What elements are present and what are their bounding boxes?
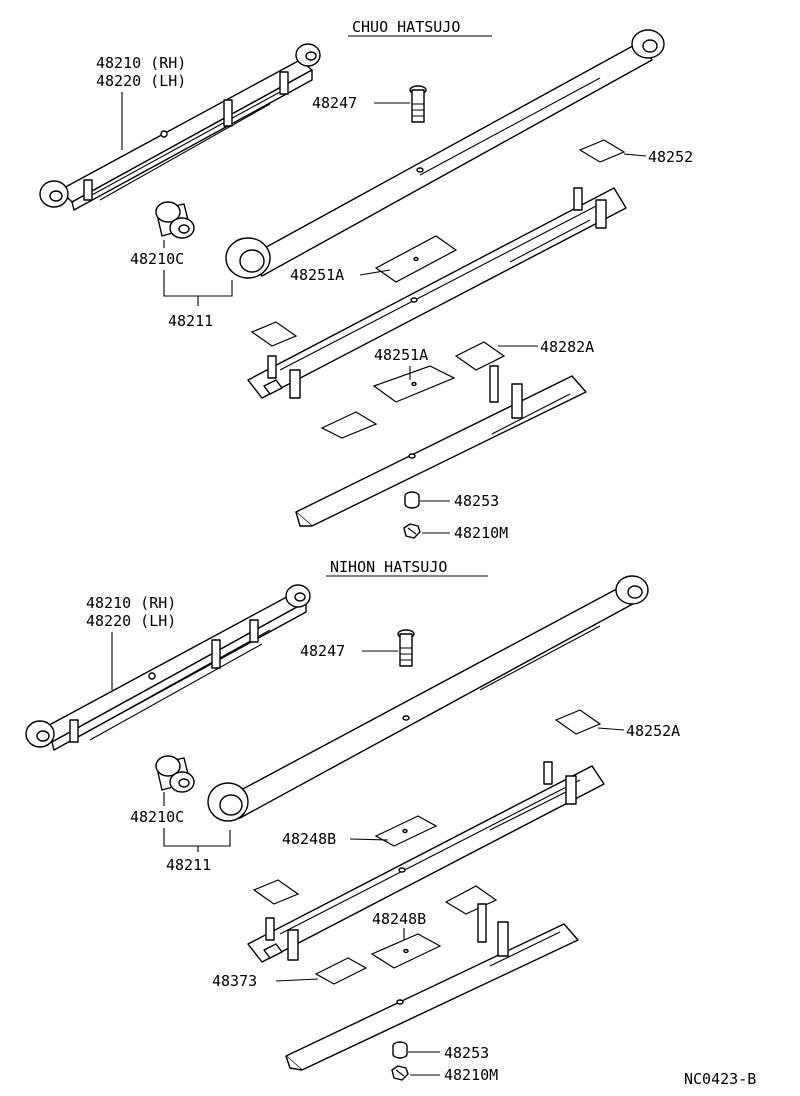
third-leaf — [285, 903, 579, 1071]
bushing-icon — [155, 201, 195, 239]
main-leaf — [225, 29, 665, 279]
third-leaf — [295, 365, 587, 527]
section-title: NIHON HATSUJO — [330, 558, 447, 576]
section-title: CHUO HATSUJO — [352, 18, 460, 36]
label-spacer: 48253 — [444, 1044, 489, 1062]
label-spring-rh: 48210 (RH) — [96, 54, 186, 72]
center-bolt-icon — [409, 85, 427, 123]
leaf-spring-assembly — [39, 43, 321, 211]
label-bushing: 48210C — [130, 250, 184, 268]
second-leaf — [247, 761, 605, 963]
nut-icon — [391, 1065, 409, 1081]
label-spring-lh: 48220 (LH) — [86, 612, 176, 630]
nut-icon — [403, 523, 421, 539]
pad-right-icon — [454, 341, 506, 371]
label-bushing-group: 48211 — [168, 312, 213, 330]
section-nihon-hatsujo: NIHON HATSUJO 48210 (RH) 48220 (LH) 4824… — [25, 558, 680, 1084]
label-nut: 48210M — [454, 524, 508, 542]
pad-top-icon — [578, 139, 626, 163]
label-spacer: 48253 — [454, 492, 499, 510]
label-pad-top: 48252 — [648, 148, 693, 166]
label-pad-left: 48373 — [212, 972, 257, 990]
label-insert-lower: 48251A — [374, 346, 428, 364]
spacer-icon — [404, 491, 420, 509]
pad-lower-icon — [320, 411, 378, 439]
label-insert-lower: 48248B — [372, 910, 426, 928]
pad-small-icon — [252, 879, 300, 905]
pad-small-icon — [250, 321, 298, 347]
pad-left-icon — [314, 957, 368, 985]
bushing-icon — [155, 755, 195, 793]
diagram-code: NC0423-B — [684, 1070, 756, 1088]
label-pad-right: 48282A — [540, 338, 594, 356]
pad-right-icon — [444, 885, 498, 915]
main-leaf — [207, 575, 649, 822]
label-insert-upper: 48251A — [290, 266, 344, 284]
section-chuo-hatsujo: CHUO HATSUJO 48210 (RH) 48220 (LH) 48247 — [39, 18, 693, 542]
label-bushing-group: 48211 — [166, 856, 211, 874]
label-bolt: 48247 — [312, 94, 357, 112]
label-nut: 48210M — [444, 1066, 498, 1084]
label-bolt: 48247 — [300, 642, 345, 660]
label-pad-top: 48252A — [626, 722, 680, 740]
label-spring-rh: 48210 (RH) — [86, 594, 176, 612]
leaf-spring-assembly — [25, 584, 311, 751]
second-leaf — [247, 187, 627, 399]
label-insert-upper: 48248B — [282, 830, 336, 848]
pad-top-icon — [554, 709, 602, 735]
label-spring-lh: 48220 (LH) — [96, 72, 186, 90]
label-bushing: 48210C — [130, 808, 184, 826]
center-bolt-icon — [397, 629, 415, 667]
spacer-icon — [392, 1041, 408, 1059]
